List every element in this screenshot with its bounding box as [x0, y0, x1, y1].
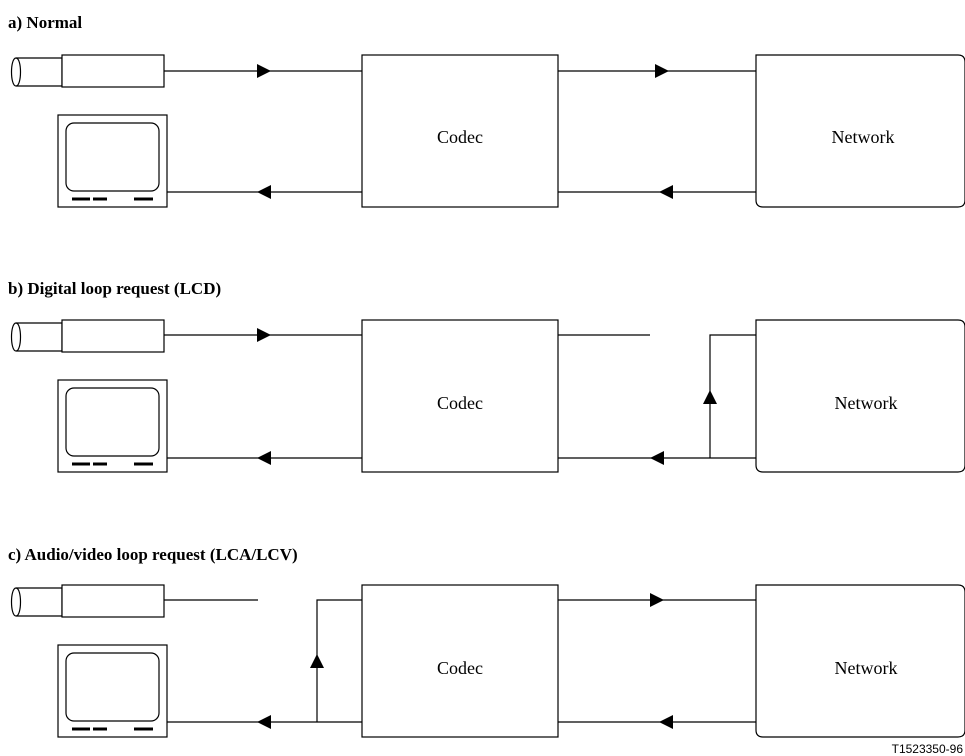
camera-icon: [10, 319, 165, 353]
panel-digital-loop: b) Digital loop request (LCD) Codec Netw…: [8, 279, 965, 473]
monitor-icon: [57, 379, 168, 473]
arrow-right: [650, 593, 664, 607]
figure-reference: T1523350-96: [892, 742, 964, 756]
panel-av-loop: c) Audio/video loop request (LCA/LCV) Co…: [8, 545, 965, 738]
network-label: Network: [835, 658, 898, 678]
monitor-icon: [57, 114, 168, 208]
codec-label: Codec: [437, 127, 483, 147]
arrow-up: [703, 390, 717, 404]
network-box: Network: [755, 584, 965, 738]
arrow-left: [659, 715, 673, 729]
panel-title: c) Audio/video loop request (LCA/LCV): [8, 545, 298, 564]
monitor-icon: [57, 644, 168, 738]
loopback-path: [316, 599, 362, 722]
arrow-right: [257, 64, 271, 78]
codec-box: Codec: [361, 584, 559, 738]
signal-lines: [164, 328, 756, 465]
arrow-left: [650, 451, 664, 465]
arrow-left: [257, 185, 271, 199]
signal-lines: [164, 593, 756, 729]
codec-box: Codec: [361, 319, 559, 473]
codec-label: Codec: [437, 393, 483, 413]
codec-label: Codec: [437, 658, 483, 678]
network-label: Network: [835, 393, 898, 413]
loopback-path: [709, 334, 756, 458]
panel-title: a) Normal: [8, 13, 82, 32]
arrow-up: [310, 654, 324, 668]
network-box: Network: [755, 54, 965, 208]
camera-icon: [10, 54, 165, 88]
network-label: Network: [832, 127, 895, 147]
arrow-left: [659, 185, 673, 199]
camera-icon: [10, 584, 165, 618]
arrow-left: [257, 451, 271, 465]
signal-lines: [164, 64, 756, 199]
arrow-right: [257, 328, 271, 342]
arrow-right: [655, 64, 669, 78]
network-box: Network: [755, 319, 965, 473]
codec-box: Codec: [361, 54, 559, 208]
panel-title: b) Digital loop request (LCD): [8, 279, 221, 298]
panel-normal: a) Normal Codec Network: [8, 13, 965, 208]
arrow-left: [257, 715, 271, 729]
